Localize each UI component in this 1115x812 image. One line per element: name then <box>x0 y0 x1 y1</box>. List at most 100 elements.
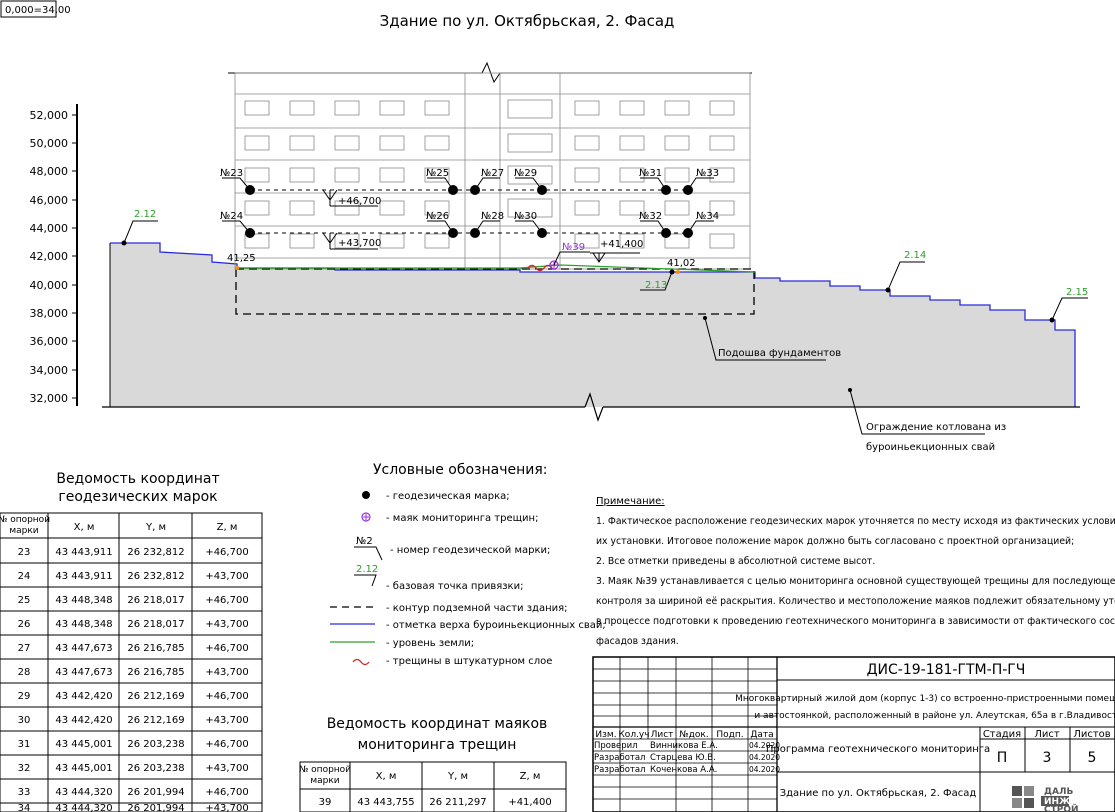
stamp-program: Программа геотехнического мониторинга <box>766 744 990 755</box>
ground-point-icon <box>235 266 239 270</box>
svg-text:04.2020: 04.2020 <box>749 753 780 762</box>
base-point-label: 2.15 <box>1066 287 1088 298</box>
tick-label: 42,000 <box>30 250 69 263</box>
logo-mark-icon <box>1012 786 1034 808</box>
legend-item: - номер геодезической марки; <box>390 545 550 556</box>
elevation-bottom-label: +43,700 <box>338 238 381 249</box>
svg-text:28: 28 <box>18 667 31 678</box>
base-point-label: 2.12 <box>134 209 156 220</box>
crack-beacon: №39 <box>527 242 640 272</box>
stamp-sheet-title: Здание по ул. Октябрьская, 2. Фасад <box>780 788 977 799</box>
stamp-code: ДИС-19-181-ГТМ-П-ГЧ <box>867 662 1026 678</box>
svg-text:43 442,420: 43 442,420 <box>55 691 112 702</box>
svg-text:+43,700: +43,700 <box>205 667 248 678</box>
svg-text:+46,700: +46,700 <box>205 691 248 702</box>
tick-label: 40,000 <box>30 279 69 292</box>
svg-text:+46,700: +46,700 <box>205 643 248 654</box>
title-block <box>592 656 1115 812</box>
mark-label-27: №27 <box>481 168 504 179</box>
svg-text:26 218,017: 26 218,017 <box>127 619 184 630</box>
svg-text:+46,700: +46,700 <box>205 739 248 750</box>
svg-text:43 442,420: 43 442,420 <box>55 715 112 726</box>
svg-text:Винникова Е.А.: Винникова Е.А. <box>650 741 718 751</box>
legend-item: - базовая точка привязки; <box>386 581 523 592</box>
mark-label-25: №25 <box>426 168 449 179</box>
legend-item: - отметка верха буроиньекционных свай; <box>386 620 606 631</box>
tick-label: 38,000 <box>30 307 69 320</box>
svg-text:26 232,812: 26 232,812 <box>127 547 184 558</box>
stamp-object-1: Многоквартирный жилой дом (корпус 1-3) с… <box>735 694 1115 704</box>
svg-text:+46,700: +46,700 <box>205 595 248 606</box>
svg-text:Проверил: Проверил <box>594 741 638 751</box>
svg-text:04.2020: 04.2020 <box>749 765 780 774</box>
crack-icon <box>527 264 553 272</box>
svg-text:в процессе подготовки к провед: в процессе подготовки к проведению геоте… <box>596 616 1115 627</box>
mark-label-28: №28 <box>481 211 504 222</box>
svg-text:+43,700: +43,700 <box>205 715 248 726</box>
svg-text:43 443,755: 43 443,755 <box>357 797 414 808</box>
svg-text:+43,700: +43,700 <box>205 763 248 774</box>
elevation-marker-top <box>322 189 378 207</box>
svg-text:27: 27 <box>18 643 31 654</box>
tick-label: 46,000 <box>30 194 69 207</box>
table2-header-y: Y, м <box>447 771 468 782</box>
svg-text:31: 31 <box>18 739 31 750</box>
stamp-col-header: Лист <box>651 730 674 740</box>
mark-label-32: №32 <box>639 211 662 222</box>
crack-mark-label: №39 <box>562 242 585 253</box>
legend-item: - трещины в штукатурном слое <box>386 656 552 667</box>
table2-grid <box>299 761 567 812</box>
svg-text:26: 26 <box>18 619 31 630</box>
legend-sample-mark: №2 <box>356 536 373 547</box>
geodetic-marks-top: №23 №25 №27 №29 №31 №33 <box>220 168 719 195</box>
stamp-stage-header: Листов <box>1073 729 1110 740</box>
svg-text:26 201,994: 26 201,994 <box>127 787 184 798</box>
crack-icon <box>352 658 370 666</box>
svg-text:26 232,812: 26 232,812 <box>127 571 184 582</box>
soil-mass <box>102 243 1075 407</box>
svg-text:26 212,169: 26 212,169 <box>127 715 184 726</box>
svg-text:Коченкова А.А.: Коченкова А.А. <box>650 765 717 775</box>
svg-text:Старцева Ю.В.: Старцева Ю.В. <box>650 753 716 763</box>
svg-text:26 212,169: 26 212,169 <box>127 691 184 702</box>
datum-frame <box>0 0 57 18</box>
beacon-icon <box>549 260 559 270</box>
elevation-top-label: +46,700 <box>338 196 381 207</box>
table-row: 30 43 442,420 26 212,169 +43,700 <box>18 715 249 726</box>
stamp-col-header: Кол.уч <box>618 730 649 740</box>
svg-text:26 216,785: 26 216,785 <box>127 643 184 654</box>
svg-text:26 203,238: 26 203,238 <box>127 739 184 750</box>
table1-title-2: геодезических марок <box>58 489 217 505</box>
svg-text:32: 32 <box>18 763 31 774</box>
stamp-col-header: №док. <box>679 730 708 740</box>
svg-text:СТРОЙ: СТРОЙ <box>1044 803 1079 812</box>
svg-text:26 211,297: 26 211,297 <box>429 797 486 808</box>
svg-text:26 203,238: 26 203,238 <box>127 763 184 774</box>
elevation-axis: 52,000 50,000 48,000 46,000 44,000 42,00… <box>30 104 78 406</box>
svg-text:3. Маяк №39 устанавливается с: 3. Маяк №39 устанавливается с целью мони… <box>596 576 1115 587</box>
legend-item: - геодезическая марка; <box>386 491 510 502</box>
svg-text:39: 39 <box>319 797 332 808</box>
svg-text:их установки. Итоговое положен: их установки. Итоговое положение марок д… <box>596 536 1074 547</box>
svg-text:+43,700: +43,700 <box>205 803 248 812</box>
table2-header-z: Z, м <box>520 771 541 782</box>
base-point-label: 2.13 <box>645 280 667 291</box>
svg-text:30: 30 <box>18 715 31 726</box>
beacon-icon <box>361 512 371 522</box>
stamp-stage-header: Лист <box>1034 729 1060 740</box>
svg-text:26 201,994: 26 201,994 <box>127 803 184 812</box>
tick-label: 32,000 <box>30 392 69 405</box>
ground-right-label: 41,02 <box>667 258 696 269</box>
svg-text:43 445,001: 43 445,001 <box>55 739 112 750</box>
svg-text:24: 24 <box>18 571 31 582</box>
